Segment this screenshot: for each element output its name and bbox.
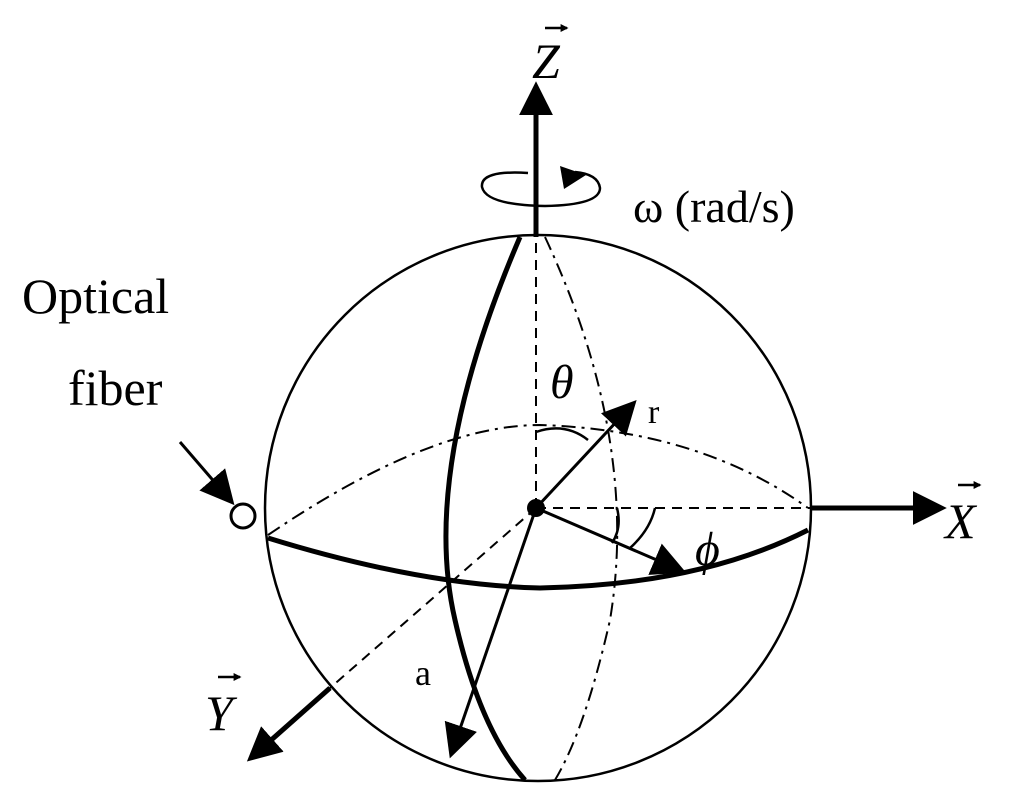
y-axis-label: Y xyxy=(205,685,238,741)
rotation-label: ω (rad/s) xyxy=(633,181,795,232)
y-axis-inner xyxy=(329,507,537,689)
fiber-pointer-arrow xyxy=(178,441,235,506)
rotation-arrowhead xyxy=(560,166,586,189)
equator-front xyxy=(267,527,810,591)
meridian-back xyxy=(544,236,619,781)
theta-arc xyxy=(535,427,589,441)
theta-label: θ xyxy=(550,356,574,409)
y-axis-arrow xyxy=(246,686,332,762)
optical-fiber-point xyxy=(229,502,257,530)
meridian-front xyxy=(443,236,527,782)
phi-vector xyxy=(535,506,687,575)
r-vector xyxy=(534,400,637,510)
fiber-label-line2: fiber xyxy=(68,360,163,416)
fiber-label-line1: Optical xyxy=(22,268,169,324)
phi-arc-2 xyxy=(629,507,657,549)
a-label: a xyxy=(415,653,431,693)
rotation-ellipse xyxy=(480,170,602,208)
equator-back xyxy=(267,423,809,536)
phi-arc xyxy=(610,507,620,544)
z-axis-label: Z xyxy=(532,33,561,89)
phi-label: ϕ xyxy=(695,523,720,576)
r-label: r xyxy=(648,394,660,431)
a-radius-vector xyxy=(444,507,538,759)
x-axis-label: X xyxy=(943,493,978,549)
